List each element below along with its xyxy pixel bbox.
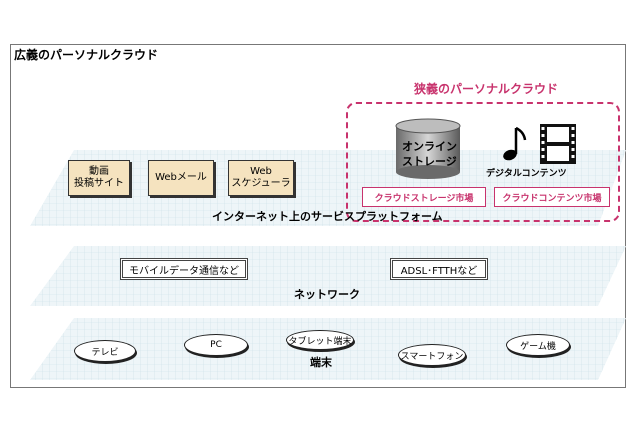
service-layer-label: インターネット上のサービスプラットフォーム [212,210,443,223]
service-box-webmail: Webメール [148,160,214,196]
storage-label-line1: オンライン [402,140,457,153]
device-game-console: ゲーム機 [506,334,570,356]
storage-label-line2: ストレージ [402,155,457,168]
narrow-cloud-title: 狭義のパーソナルクラウド [414,82,559,96]
service-box-webmail-label: Webメール [155,172,207,183]
service-box-scheduler-line2: スケジューラ [231,178,291,189]
device-pc: PC [184,334,248,356]
market-cloud-storage: クラウドストレージ市場 [362,187,486,207]
device-tablet: タブレット端末 [286,330,354,350]
narrow-cloud-region [346,102,620,222]
service-box-video-line2: 投稿サイト [74,178,124,189]
music-note-icon [503,126,527,161]
device-tv: テレビ [74,340,136,362]
service-box-video: 動画投稿サイト [68,160,130,196]
database-icon [395,118,461,179]
digital-content-label: デジタルコンテンツ [486,169,567,179]
diagram-title: 広義のパーソナルクラウド [14,48,159,62]
service-box-video-line1: 動画 [89,166,109,177]
device-layer-label: 端末 [310,356,332,369]
film-strip-icon [540,124,576,164]
service-box-scheduler-line1: Web [250,166,272,177]
network-layer-label: ネットワーク [294,288,360,301]
device-smartphone: スマートフォン [398,344,466,366]
network-box-mobile: モバイルデータ通信など [120,258,248,280]
network-box-fixed: ADSL･FTTHなど [390,258,488,280]
market-cloud-content: クラウドコンテンツ市場 [494,187,610,207]
